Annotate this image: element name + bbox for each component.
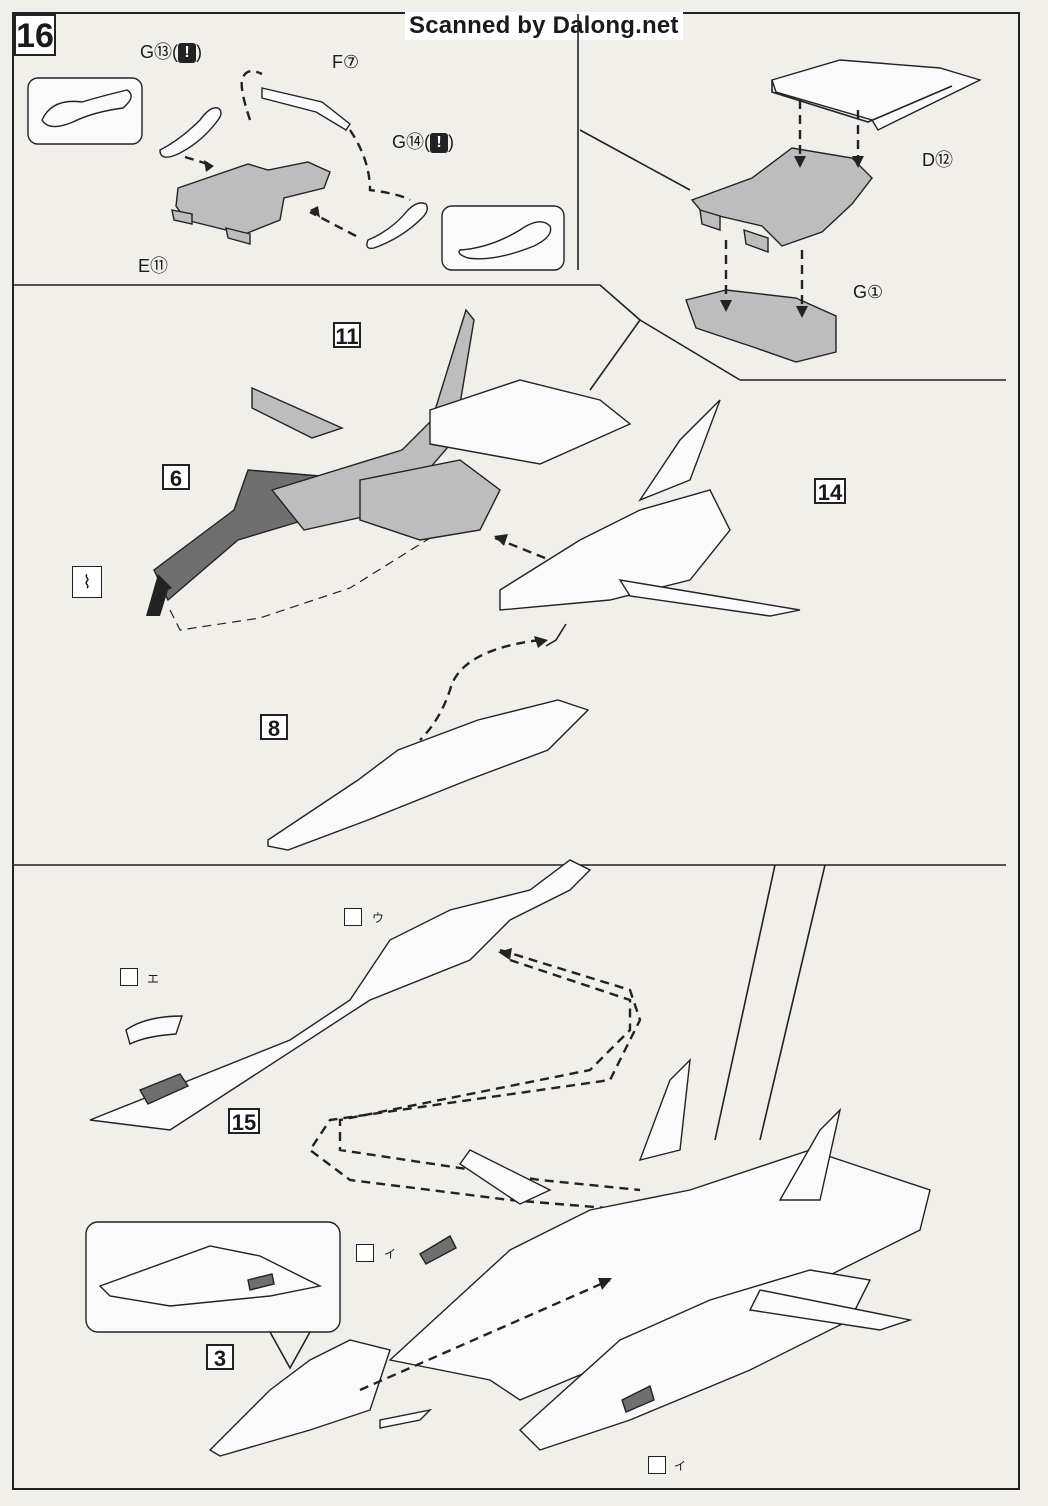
sticker-icon (344, 908, 362, 926)
part-g13-shape (159, 107, 222, 158)
paren-open: ( (172, 42, 179, 62)
subassembly-number-8: 8 (260, 714, 288, 741)
warning-icon: ! (430, 133, 449, 154)
paren-open: ( (424, 132, 431, 152)
step-number: 16 (14, 14, 56, 56)
sticker-icon (356, 1244, 374, 1262)
part-d12-shape (771, 59, 982, 131)
assembly-3-shape (208, 1339, 391, 1457)
part-g1-shape (685, 289, 837, 363)
watermark: Scanned by Dalong.net (405, 12, 683, 40)
label-g13: G⑬(!) (140, 38, 202, 64)
section-dividers (14, 14, 1006, 1141)
sticker-e-part (125, 1015, 183, 1046)
assembly-14-shape (499, 489, 731, 611)
frame-assembly-shape (690, 147, 873, 247)
subassembly-number-6: 6 (162, 464, 190, 491)
label-g1: G① (853, 282, 884, 302)
sticker-icon (120, 968, 138, 986)
assembly-8-shape (267, 699, 590, 851)
paren-close: ) (448, 132, 455, 152)
warning-icon: ! (178, 43, 197, 64)
final-assembly (388, 1058, 931, 1451)
label-g14: G⑭(!) (392, 128, 454, 154)
label-e11: E⑪ (138, 256, 169, 276)
sticker-mark-i-1: イ (384, 1247, 397, 1261)
push-up-arrow (146, 574, 172, 616)
subassembly-number-15: 15 (228, 1108, 260, 1135)
label-d12: D⑫ (922, 150, 953, 170)
rifle-15-shape (89, 859, 592, 1131)
subassembly-number-14: 14 (814, 478, 846, 505)
part-e11-shape (175, 161, 331, 237)
main-fighter-assembly (153, 308, 632, 631)
subassembly-number-11: 11 (333, 322, 361, 349)
subassembly-number-3: 3 (206, 1344, 234, 1371)
sticker-mark-i-2: イ (674, 1459, 687, 1473)
part-g14-shape (366, 202, 429, 250)
remove-part-icon: ⌇ (72, 566, 102, 598)
paren-close: ) (196, 42, 203, 62)
sticker-icon (648, 1456, 666, 1474)
sticker-mark-e: エ (147, 972, 160, 986)
label-f7: F⑦ (332, 52, 360, 72)
label-g14-text: G⑭ (392, 132, 425, 152)
sticker-mark-u: ウ (372, 911, 385, 925)
part-f7-shape (261, 87, 351, 131)
label-g13-text: G⑬ (140, 42, 173, 62)
